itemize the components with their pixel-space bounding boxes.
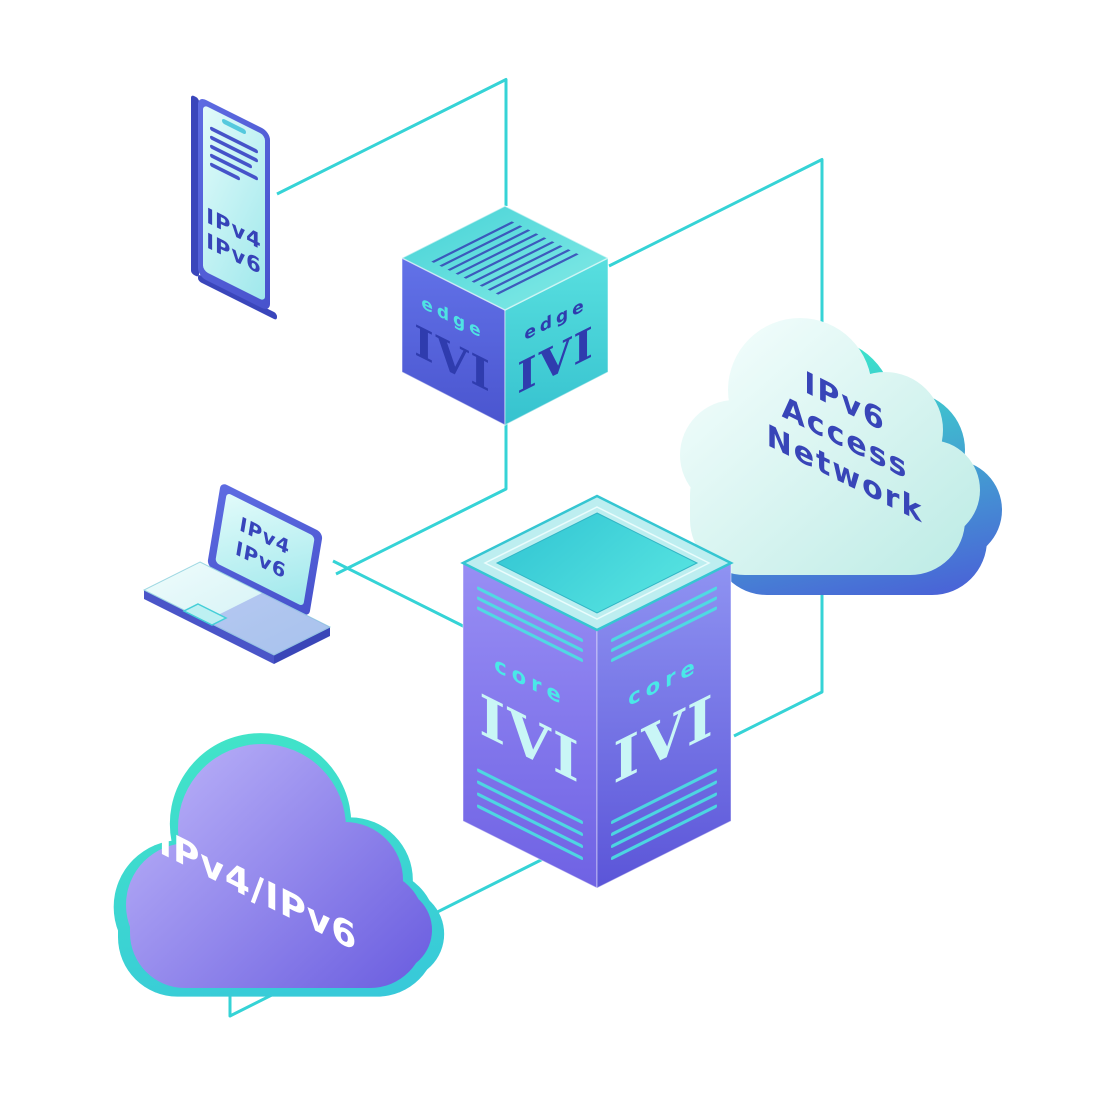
core-left-bottom-stripes [477, 768, 583, 860]
phone-side-edge [191, 95, 199, 277]
laptop-base-right-edge [274, 627, 330, 664]
laptop-touchpad [182, 603, 228, 626]
laptop-base-front-edge [144, 590, 274, 664]
laptop-screen [215, 494, 315, 605]
core-right-bottom-stripes [611, 768, 717, 860]
core-right-top-stripes [611, 586, 717, 662]
core-top-inner-outline [483, 506, 711, 620]
link-edge-to-laptop [335, 424, 508, 576]
core-top-panel [495, 512, 699, 614]
phone-device: IPv4 IPv6 [191, 95, 277, 320]
ipv6-access-cloud: IPv6 Access Network [680, 318, 1002, 595]
laptop-base-top [142, 561, 332, 656]
phone-bottom-edge [198, 275, 277, 320]
phone-screen [203, 106, 265, 300]
dualstack-cloud-body [126, 744, 432, 988]
ipv4-ipv6-cloud: IPv4/IPv6 [113, 733, 445, 997]
link-laptop-to-core [332, 559, 469, 630]
core-left-top-stripes [477, 586, 583, 662]
laptop-keyboard-area [206, 593, 330, 655]
link-phone-to-edge [276, 78, 508, 206]
laptop-device: IPv4 IPv6 [142, 484, 332, 664]
phone-notch [222, 118, 246, 135]
core-router-box: core IVI core IVI [460, 494, 734, 889]
access-cloud-body [680, 318, 980, 575]
phone-screen-text-lines [210, 126, 258, 181]
edge-router-cube: edge IVI edge IVI [400, 205, 610, 426]
